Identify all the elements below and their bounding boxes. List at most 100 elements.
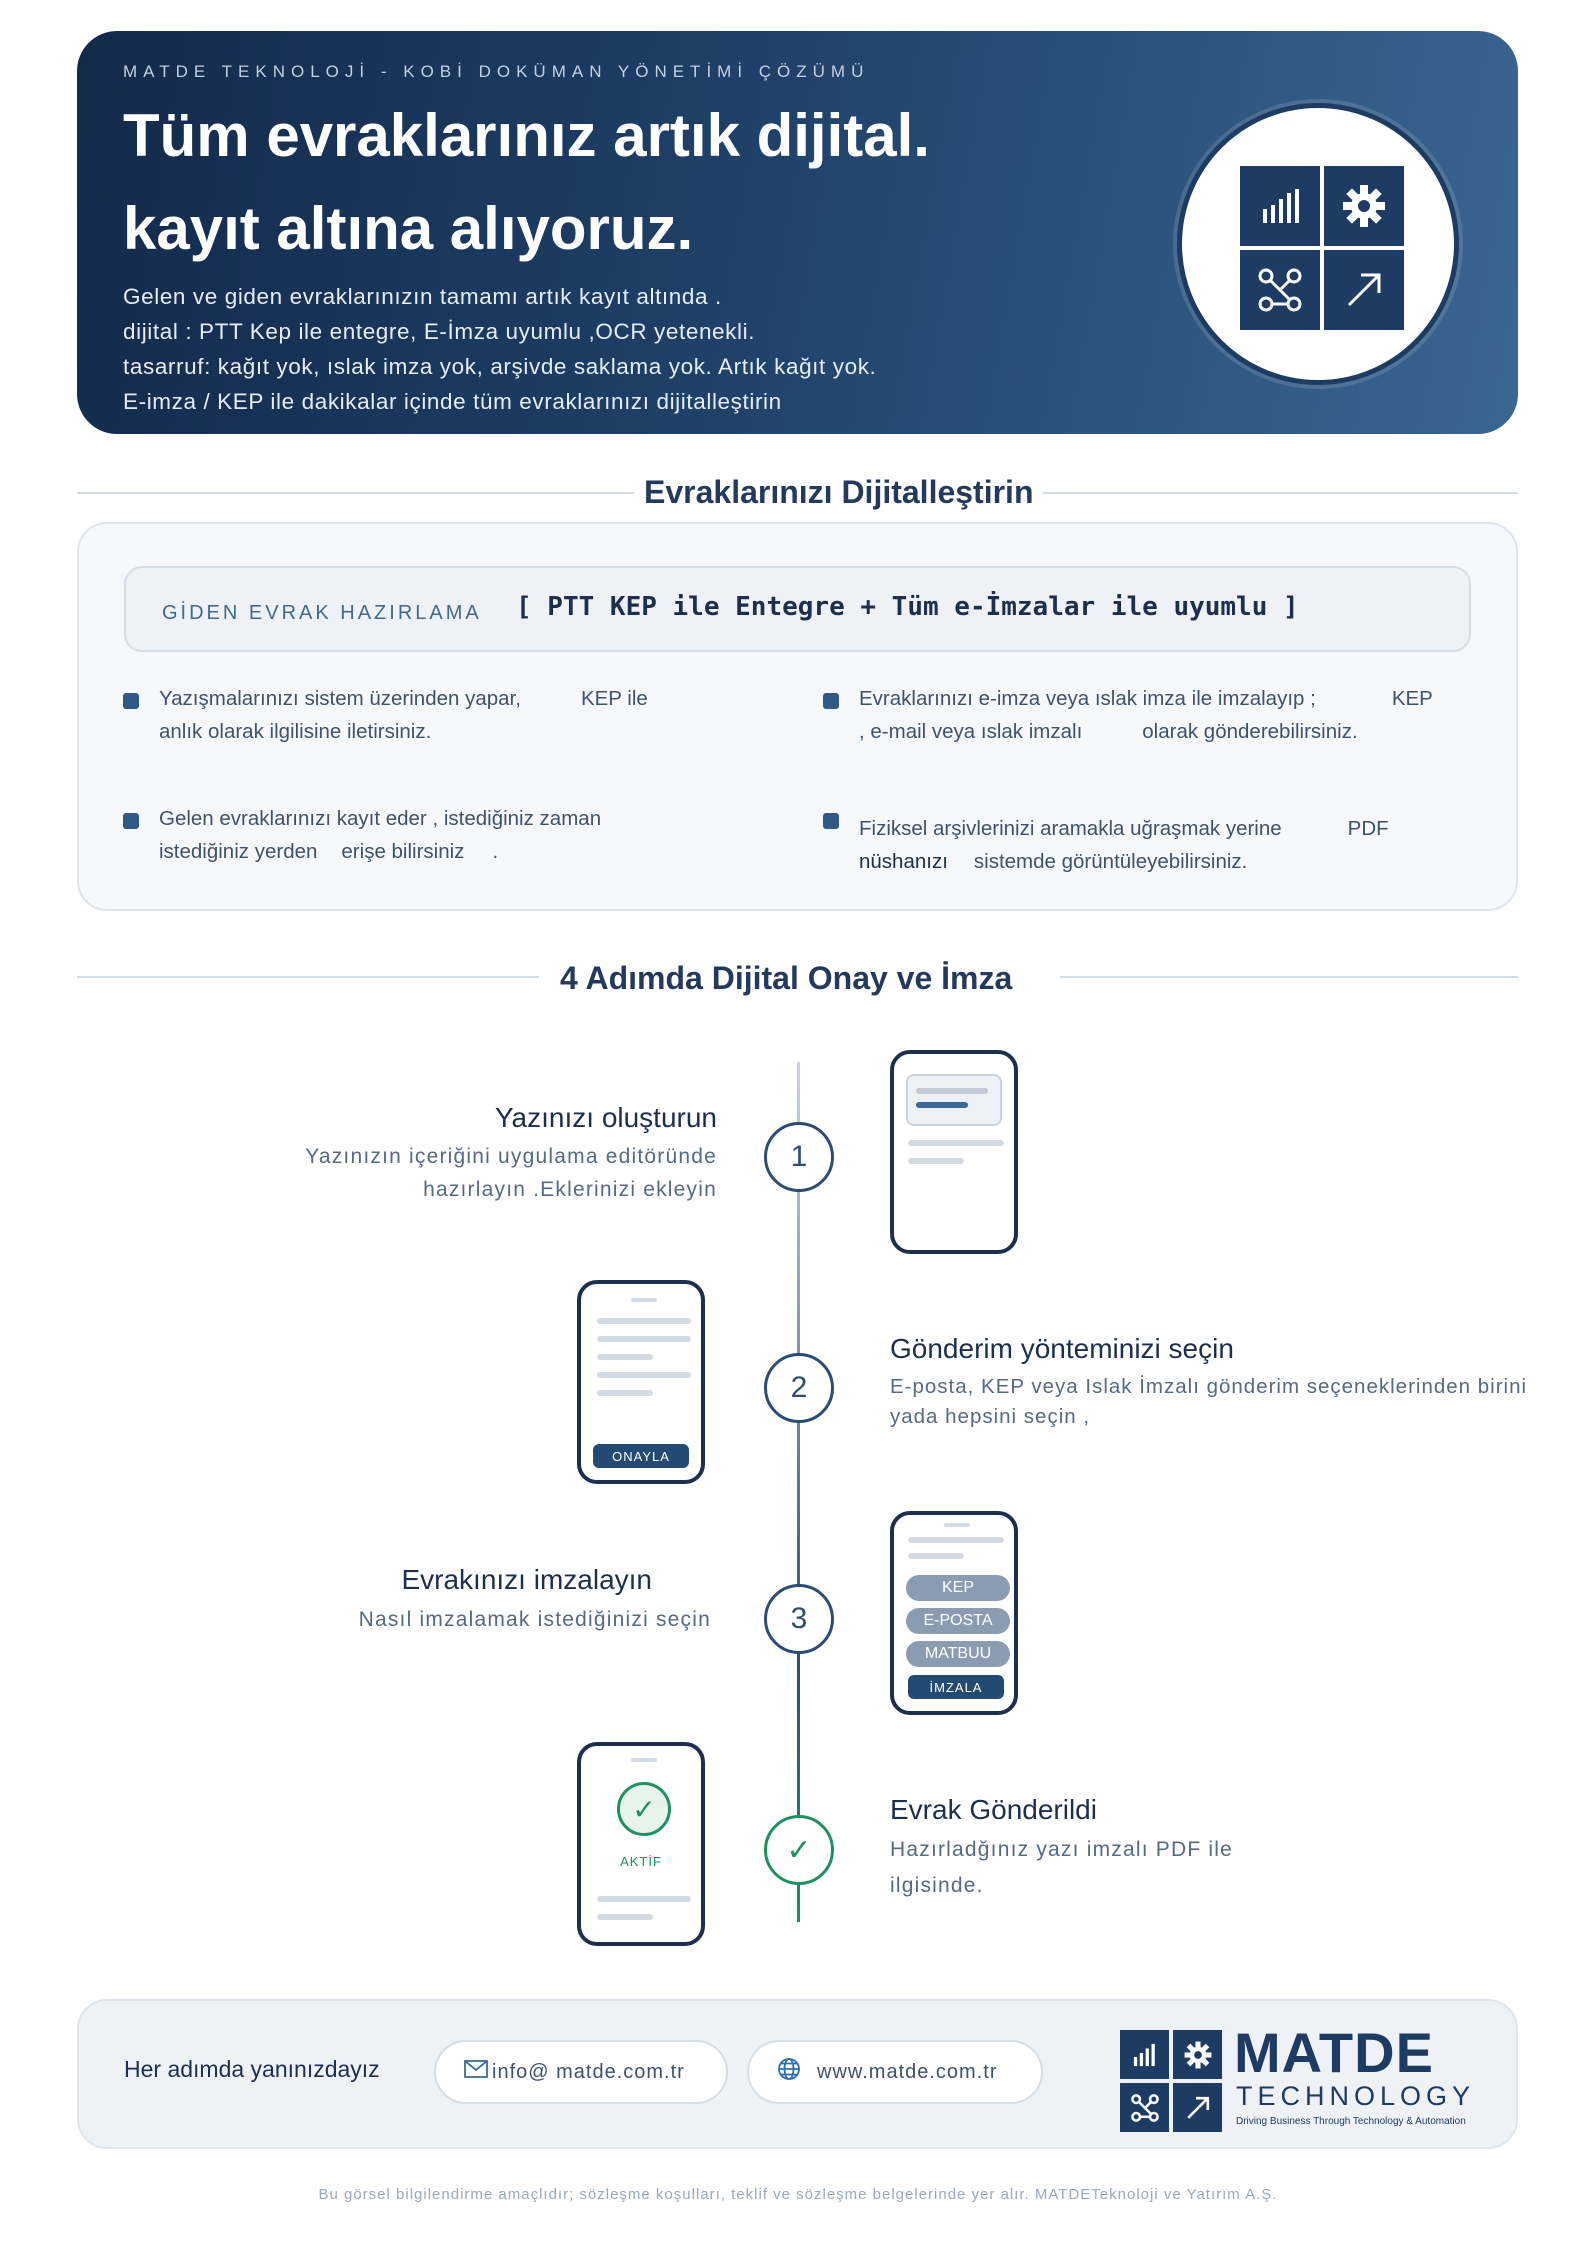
divider xyxy=(1060,976,1518,978)
phone-approve-mockup: ONAYLA xyxy=(577,1280,705,1484)
feature-text: Yazışmalarınızı sistem üzerinden yapar, xyxy=(159,687,521,710)
feature-text: nüshanızı xyxy=(859,850,948,873)
step-3-description: Nasıl imzalamak istediğinizi seçin xyxy=(359,1603,711,1636)
step-desc-line: Hazırladğınız yazı imzalı PDF ile xyxy=(890,1838,1234,1861)
features-card: GİDEN EVRAK HAZIRLAMA [ PTT KEP ile Ente… xyxy=(77,522,1518,911)
feature-text: anlık olarak ilgilisine iletirsiniz. xyxy=(159,720,432,743)
divider xyxy=(77,976,539,978)
website-link[interactable]: www.matde.com.tr xyxy=(747,2040,1043,2104)
hero-description: Gelen ve giden evraklarınızın tamamı art… xyxy=(123,279,876,419)
step-1-title: Yazınızı oluşturun xyxy=(494,1102,717,1133)
envelope-icon xyxy=(464,2060,488,2084)
bullet-icon xyxy=(123,693,139,709)
feature-text: istediğiniz yerden xyxy=(159,840,318,863)
text-line xyxy=(908,1553,964,1559)
text-line xyxy=(908,1140,1004,1146)
brand-subtitle: TECHNOLOGY xyxy=(1236,2081,1476,2111)
sign-button[interactable]: İMZALA xyxy=(908,1675,1004,1699)
bar-chart-icon xyxy=(1120,2030,1169,2079)
website-text: www.matde.com.tr xyxy=(817,2060,998,2083)
bar-chart-icon xyxy=(1240,166,1320,246)
step-3-title: Evrakınızı imzalayın xyxy=(401,1564,652,1595)
arrow-up-right-icon xyxy=(1324,250,1404,330)
disclaimer: Bu görsel bilgilendirme amaçlıdır; sözle… xyxy=(318,2186,1278,2203)
section-title-steps: 4 Adımda Dijital Onay ve İmza xyxy=(560,960,1013,997)
notch xyxy=(631,1758,657,1762)
banner-label: GİDEN EVRAK HAZIRLAMA xyxy=(162,602,482,624)
step-desc-line: Nasıl imzalamak istediğinizi seçin xyxy=(358,1608,711,1631)
step-4-title: Evrak Gönderildi xyxy=(890,1794,1097,1825)
phone-sent-mockup: ✓ AKTİF xyxy=(577,1742,705,1946)
hero-line: E-imza / KEP ile dakikalar içinde tüm ev… xyxy=(123,389,782,414)
gear-icon xyxy=(1324,166,1404,246)
step-2-description: E-posta, KEP veya Islak İmzalı gönderim … xyxy=(890,1372,1527,1432)
step-3-number: 3 xyxy=(764,1584,834,1654)
section-title-digitize: Evraklarınızı Dijitalleştirin xyxy=(634,474,1044,511)
timeline-line xyxy=(797,1062,800,1922)
text-line xyxy=(916,1102,968,1108)
step-2-number: 2 xyxy=(764,1353,834,1423)
text-line xyxy=(908,1537,1004,1543)
logo-mark xyxy=(1240,166,1404,330)
brand-tagline: Driving Business Through Technology & Au… xyxy=(1236,2116,1466,2127)
banner-tagline: [ PTT KEP ile Entegre + Tüm e-İmzalar il… xyxy=(516,592,1299,622)
text-line xyxy=(597,1354,653,1360)
hero-banner: MATDE TEKNOLOJİ - KOBİ DOKÜMAN YÖNETİMİ … xyxy=(77,31,1518,434)
step-desc-line: ilgisinde. xyxy=(890,1874,984,1897)
text-line xyxy=(908,1158,964,1164)
text-line xyxy=(597,1372,691,1378)
notch xyxy=(631,1298,657,1302)
text-line xyxy=(597,1914,653,1920)
option-e-posta[interactable]: E-POSTA xyxy=(906,1608,1010,1634)
status-label: AKTİF xyxy=(620,1854,662,1869)
hero-title-line-1: Tüm evraklarınız artık dijital. xyxy=(123,102,930,169)
step-4-description: Hazırladğınız yazı imzalı PDF ile ilgisi… xyxy=(890,1832,1233,1904)
footer-logo-mark xyxy=(1120,2030,1222,2132)
email-link[interactable]: info@ matde.com.tr xyxy=(434,2040,728,2104)
feature-item: Yazışmalarınızı sistem üzerinden yapar, K… xyxy=(123,682,648,748)
feature-item: Gelen evraklarınızı kayıt eder , istediğ… xyxy=(123,802,602,868)
text-line xyxy=(597,1336,691,1342)
outgoing-docs-banner: GİDEN EVRAK HAZIRLAMA [ PTT KEP ile Ente… xyxy=(124,566,1471,652)
feature-text: KEP xyxy=(1391,687,1433,710)
text-line xyxy=(597,1390,653,1396)
approve-button[interactable]: ONAYLA xyxy=(593,1444,689,1468)
notch xyxy=(944,1523,970,1527)
step-desc-line: hazırlayın .Eklerinizi ekleyin xyxy=(423,1178,717,1201)
hero-line: dijital : PTT Kep ile entegre, E-İmza uy… xyxy=(123,319,756,344)
feature-text: sistemde görüntüleyebilirsiniz. xyxy=(973,850,1248,873)
brand-name: MATDE xyxy=(1234,2021,1434,2084)
hero-logo-circle xyxy=(1177,103,1459,385)
option-kep[interactable]: KEP xyxy=(906,1575,1010,1601)
globe-icon xyxy=(777,2057,801,2087)
hero-line: tasarruf: kağıt yok, ıslak imza yok, arş… xyxy=(123,354,877,379)
step-desc-line: yada hepsini seçin , xyxy=(890,1405,1091,1428)
phone-sign-mockup: KEP E-POSTA MATBUU İMZALA xyxy=(890,1511,1018,1715)
step-2-title: Gönderim yönteminizi seçin xyxy=(890,1333,1234,1364)
feature-text: Fiziksel arşivlerinizi aramakla uğraşmak… xyxy=(859,817,1282,840)
feature-text: PDF xyxy=(1347,817,1389,840)
bullet-icon xyxy=(823,693,839,709)
feature-text: . xyxy=(492,840,499,863)
step-1-description: Yazınızın içeriğini uygulama editöründe … xyxy=(305,1140,717,1206)
feature-text: KEP ile xyxy=(580,687,648,710)
feature-text: Evraklarınızı e-imza veya ıslak imza ile… xyxy=(859,687,1316,710)
feature-text: Gelen evraklarınızı kayıt eder , istediğ… xyxy=(159,807,602,830)
gear-icon xyxy=(1173,2030,1222,2079)
network-icon xyxy=(1240,250,1320,330)
arrow-up-right-icon xyxy=(1173,2083,1222,2132)
feature-text: , e-mail veya ıslak imzalı xyxy=(859,720,1083,743)
feature-item: Evraklarınızı e-imza veya ıslak imza ile… xyxy=(823,682,1433,748)
phone-editor-mockup xyxy=(890,1050,1018,1254)
option-matbuu[interactable]: MATBUU xyxy=(906,1641,1010,1667)
bullet-icon xyxy=(823,813,839,829)
hero-line: Gelen ve giden evraklarınızın tamamı art… xyxy=(123,284,722,309)
feature-text: olarak gönderebilirsiniz. xyxy=(1142,720,1358,743)
text-line xyxy=(597,1318,691,1324)
bullet-icon xyxy=(123,813,139,829)
text-line xyxy=(916,1088,988,1094)
editor-box xyxy=(906,1074,1002,1126)
hero-kicker: MATDE TEKNOLOJİ - KOBİ DOKÜMAN YÖNETİMİ … xyxy=(123,62,870,81)
feature-text: erişe bilirsiniz xyxy=(341,840,465,863)
